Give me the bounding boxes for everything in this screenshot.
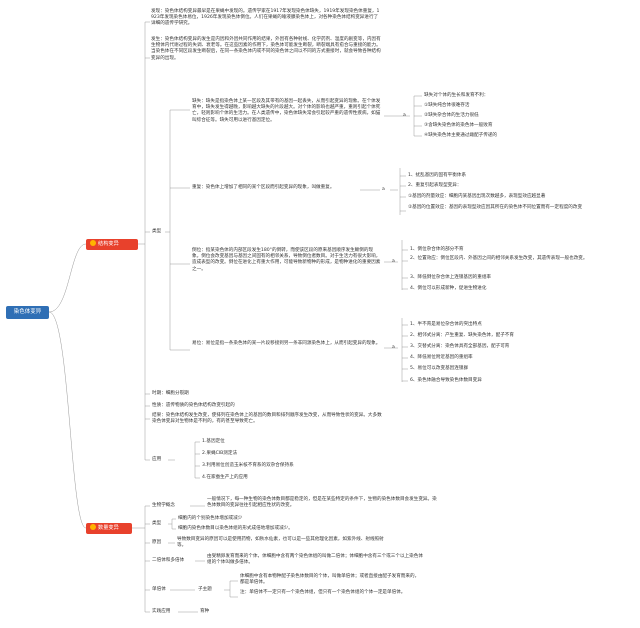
translocation-marker: a — [392, 345, 395, 350]
concept-label[interactable]: 生物学概念 — [152, 503, 175, 508]
deletion-item: ③含缺失染色体的染色体一般败育 — [424, 123, 493, 128]
duplication-item: ②基因的位置效应：基因的表现型效应因其所在的染色体不同位置而有一定程度的改变 — [408, 205, 583, 210]
inversion-item: 4、倒位可以形成新种，促进生物进化 — [410, 286, 487, 291]
branch-numerical-label: 数量变异 — [98, 525, 119, 531]
inversion-item: 3、降低倒位杂合体上连锁基因的重组率 — [410, 275, 492, 280]
root-node[interactable]: 染色体变异 — [6, 306, 49, 319]
duplication-item: 2、重复引起表现型变异： — [408, 183, 462, 188]
type-label[interactable]: 类型 — [152, 229, 162, 234]
duplication-item: 1、扰乱基因的固有平衡体系 — [408, 173, 467, 178]
duplication-marker: a — [382, 187, 385, 192]
deletion-item: ①缺失纯合体很难存活 — [424, 103, 470, 108]
translocation-item: 1、半不育是易位杂合体的突出特点 — [410, 322, 482, 327]
gear-icon — [90, 240, 96, 246]
translocation-item: 5、易位可以改变基因连锁群 — [410, 366, 469, 371]
translocation-item: 2、相邻式分离：产生重复、缺失染色体，配子不育 — [410, 333, 514, 338]
deletion-marker: a — [403, 113, 406, 118]
application-item: 4.在家蚕生产上的应用 — [202, 475, 248, 480]
haploid-label[interactable]: 单倍体 — [152, 587, 166, 592]
cause-label[interactable]: 原因 — [152, 540, 162, 545]
inversion-marker: a — [392, 259, 395, 264]
haploid-note: 体细胞中含有本物种配子染色体数目的个体，叫做单倍体；或者直接由配子发育而来的，都… — [240, 574, 420, 586]
application-item: 2.果蝇CIB测定法 — [202, 451, 238, 456]
translocation-item: 3、交替式分离：染色体具有全部基因，配子可育 — [410, 344, 510, 349]
translocation-text: 易位：易位是指一条染色体的某一片段移接到另一条非同源染色体上，从而引起变异的现象… — [192, 341, 381, 346]
haploid-subtopic[interactable]: 子主题 — [198, 587, 212, 592]
branch-structural-variation[interactable]: 结构变异 — [86, 239, 138, 250]
deletion-item: ④缺失染色体主要通过雌配子传递的 — [424, 133, 498, 138]
haploid-note: 注：单倍体不一定只有一个染色体组，但只有一个染色体组的个体一定是单倍体。 — [240, 590, 406, 595]
polyploid-label[interactable]: 二倍体和多倍体 — [152, 558, 185, 563]
period-note: 时期：细胞分裂期 — [152, 391, 189, 396]
occurrence-note: 发生：染色体结构变异的发生是内因和外因共同作用的结果，外因有各种射线、化学药剂、… — [151, 37, 381, 61]
application-item: 1.基因定位 — [202, 439, 225, 444]
branch-structural-label: 结构变异 — [98, 241, 119, 247]
inversion-item: 2、位置效应：倒位区段内、外基因之间的相邻关系发生改变，其遗传表现一般也改变。 — [410, 256, 588, 261]
gear-icon — [90, 524, 96, 530]
practice-value: 育种 — [200, 609, 210, 614]
numeric-type-label[interactable]: 类型 — [152, 521, 162, 526]
cause-text: 导致数目变异的原因可以是使用药物，如秋水仙素，也可以是一些其他理化因素，如紫外线… — [177, 537, 384, 549]
duplication-text: 重复：染色体上增加了相同的某个区段而引起变异的现象，叫做重复。 — [192, 185, 335, 190]
inversion-item: 1、倒位杂合体的部分不育 — [410, 247, 464, 252]
application-label[interactable]: 应用 — [152, 457, 162, 462]
polyploid-text: 由受精卵发育而来的个体，体细胞中含有两个染色体组的叫做二倍体；体细胞中含有三个或… — [207, 554, 423, 566]
branch-numerical-variation[interactable]: 数量变异 — [86, 523, 132, 534]
deletion-item: ②缺失杂合体的生活力很低 — [424, 113, 479, 118]
nature-note: 性质：遗传物质的染色体结构改变引起的 — [152, 403, 235, 408]
inversion-text: 倒位：指某染色体的内部区段发生180°的倒转，而使该区段的原来基因顺序发生颠倒的… — [192, 248, 381, 272]
duplication-item: ①基因的剂量效应：细胞内某基因出现次数越多，表现型效应越显著 — [408, 194, 546, 199]
translocation-item: 4、降低易位附近基因的重组率 — [410, 355, 473, 360]
translocation-item: 6、染色体融合导致染色体数目变异 — [410, 378, 482, 383]
application-item: 3.利用易位创造玉米核不育系的双杂合保持系 — [202, 463, 294, 468]
discovery-note: 发现：染色体结构变异最早是在果蝇中发现的。遗传学家在1917年发现染色体缺失，1… — [151, 9, 380, 27]
numeric-type-item: 细胞内的个别染色体增加或减少 — [178, 516, 243, 521]
result-note: 结果：染色体结构发生改变，使排列在染色体上的基因的数目和排列顺序发生改变，从而导… — [152, 413, 382, 425]
practice-label[interactable]: 实践应用 — [152, 609, 171, 614]
deletion-text: 缺失：缺失是指染色体上某一区段及其带有的基因一起丢失，从而引起变异的现象。在个体… — [192, 99, 381, 123]
concept-text: 一般情况下，每一种生物的染色体数目都是稳定的，但是在某些特定的条件下，生物的染色… — [207, 497, 437, 509]
deletion-item: 缺失对个体的生长和发育不利： — [424, 93, 489, 98]
numeric-type-item: 细胞内染色体数目以染色体组的形式成倍地增加或减少。 — [178, 526, 293, 531]
